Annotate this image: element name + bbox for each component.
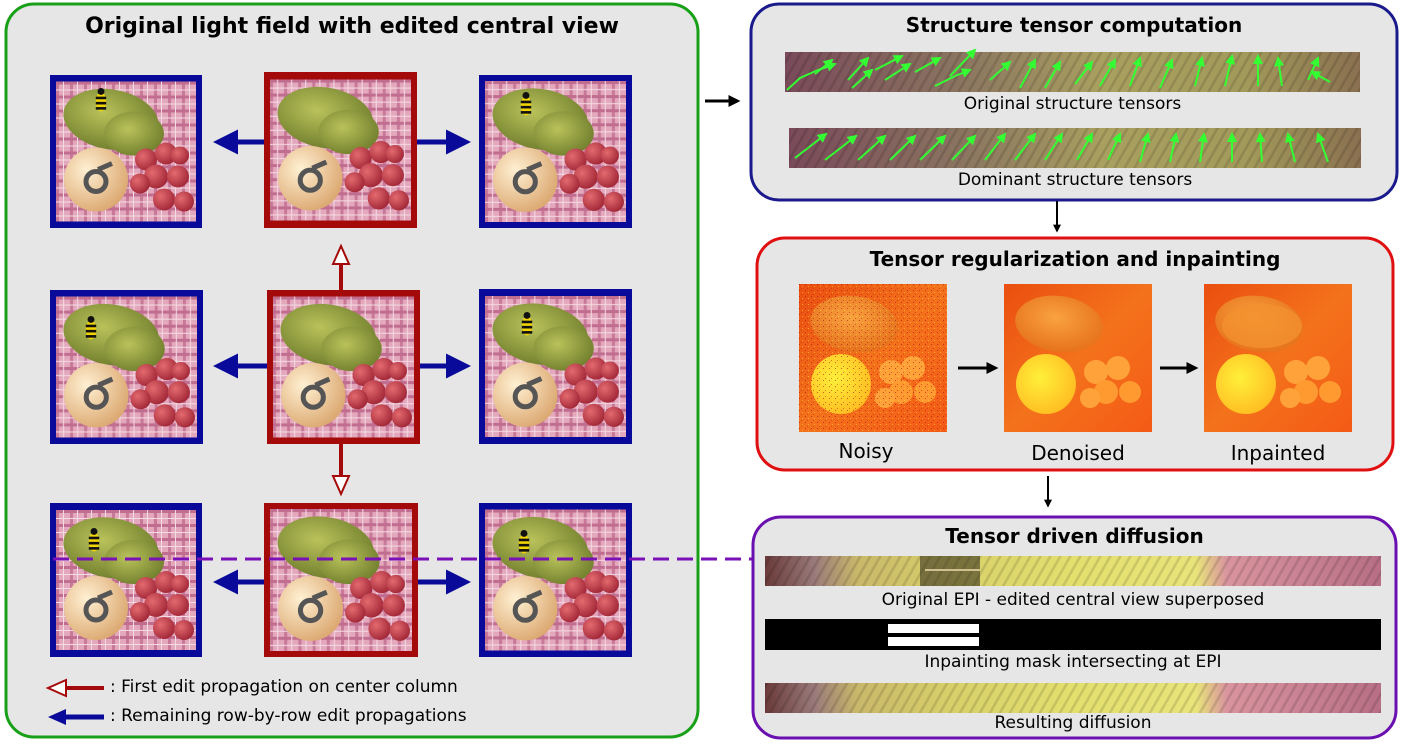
label-noisy: Noisy (838, 439, 894, 463)
label-inpainted: Inpainted (1230, 441, 1326, 465)
view-r2-c3 (479, 289, 632, 444)
dominant-tensor-strip (789, 128, 1361, 168)
view-r3-c2 (264, 503, 418, 657)
left-panel-title: Original light field with edited central… (85, 14, 619, 39)
heatmap-denoised (1004, 284, 1152, 432)
view-r1-c1 (50, 75, 202, 228)
diffusion-panel-title: Tensor driven diffusion (945, 524, 1204, 548)
view-grid (50, 72, 632, 657)
caption-dominant-tensors: Dominant structure tensors (957, 170, 1193, 190)
view-r1-c2 (264, 72, 417, 228)
inpainting-mask-strip (765, 619, 1381, 650)
view-r3-c1 (50, 503, 202, 657)
heatmap-inpainted (1204, 284, 1352, 432)
regularization-panel-title: Tensor regularization and inpainting (869, 247, 1281, 271)
view-r1-c3 (479, 75, 632, 228)
view-r3-c3 (479, 503, 632, 657)
epi-strip-original (765, 556, 1381, 586)
caption-original-tensors: Original structure tensors (963, 94, 1182, 114)
view-r2-c2 (267, 290, 420, 444)
epi-strip-result (765, 683, 1381, 713)
legend-remaining-edits: : Remaining row-by-row edit propagations (110, 706, 467, 726)
original-tensor-strip (785, 48, 1360, 92)
heatmap-noisy (799, 284, 947, 432)
column-propagation-arrows (331, 243, 351, 497)
legend-arrows (45, 678, 104, 725)
caption-inpainting-mask: Inpainting mask intersecting at EPI (924, 652, 1222, 672)
caption-resulting-diffusion: Resulting diffusion (994, 713, 1152, 733)
view-r2-c1 (50, 290, 203, 444)
legend-first-edit: : First edit propagation on center colum… (110, 677, 458, 697)
caption-original-epi: Original EPI - edited central view super… (881, 590, 1265, 610)
label-denoised: Denoised (1031, 441, 1125, 465)
structure-panel-title: Structure tensor computation (905, 13, 1243, 37)
row-propagation-arrows (213, 129, 471, 595)
